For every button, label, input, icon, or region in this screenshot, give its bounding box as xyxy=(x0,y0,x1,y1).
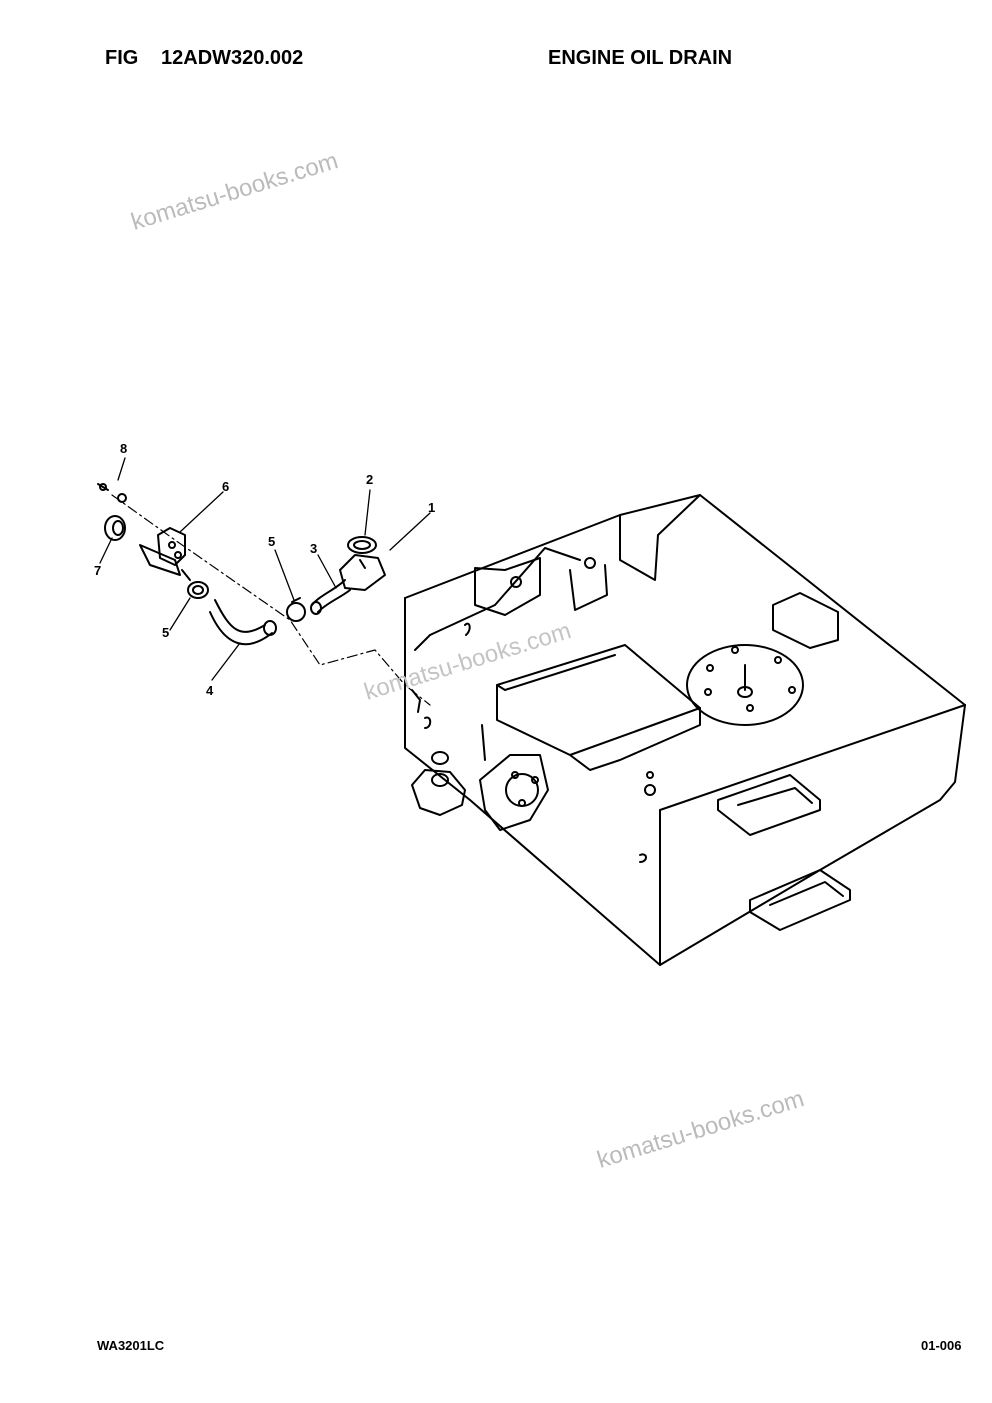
model-code: WA3201LC xyxy=(97,1338,165,1353)
callout-1: 1 xyxy=(428,500,435,515)
callout-2: 2 xyxy=(366,472,373,487)
callout-5-upper: 5 xyxy=(268,534,275,549)
oil-pan-assembly xyxy=(404,494,966,966)
callout-7: 7 xyxy=(94,563,101,578)
assembly-line xyxy=(111,494,431,706)
callout-3: 3 xyxy=(310,541,317,556)
drain-hose-parts xyxy=(97,483,386,646)
leader-lines xyxy=(99,457,431,681)
callout-6: 6 xyxy=(222,479,229,494)
fig-label: FIG xyxy=(105,47,139,69)
figure-number: 12ADW320.002 xyxy=(161,47,304,69)
page-number: 01-006 xyxy=(921,1338,962,1353)
callout-4: 4 xyxy=(206,683,214,698)
page-title: ENGINE OIL DRAIN xyxy=(548,47,733,69)
callout-8: 8 xyxy=(120,441,127,456)
callout-5-lower: 5 xyxy=(162,625,169,640)
